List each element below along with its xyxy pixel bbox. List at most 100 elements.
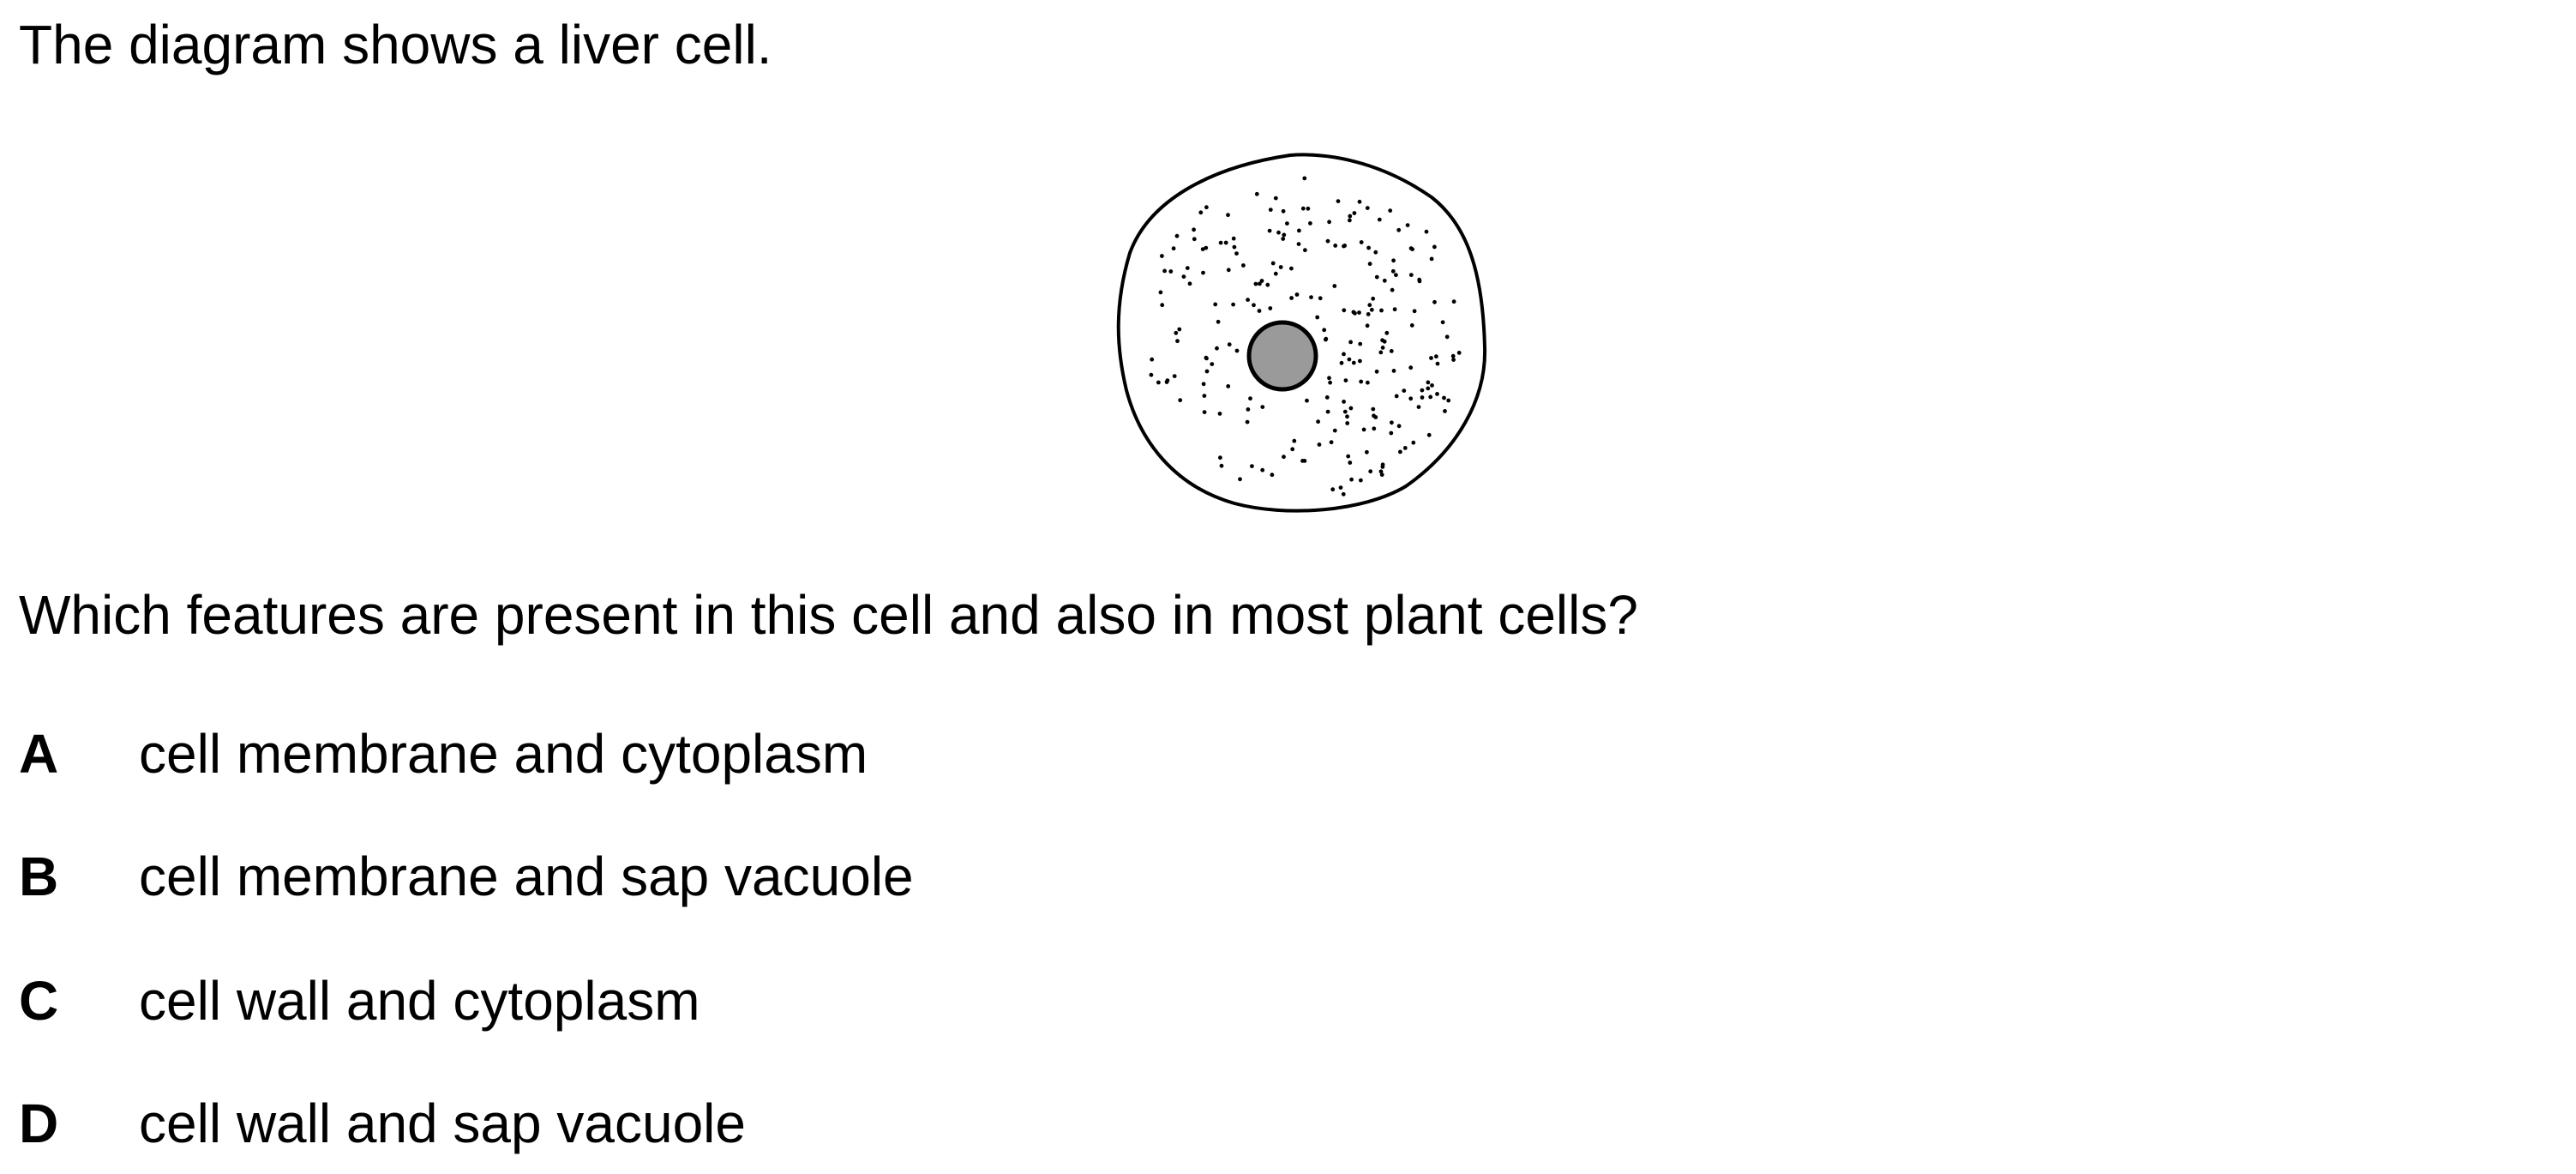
- cytoplasm-dot: [1367, 303, 1372, 308]
- cytoplasm-dot: [1345, 414, 1349, 419]
- cytoplasm-dot: [1245, 419, 1250, 424]
- cytoplasm-dot: [1259, 279, 1264, 283]
- cytoplasm-dot: [1349, 477, 1354, 482]
- cytoplasm-dot: [1332, 284, 1337, 288]
- cytoplasm-dot: [1268, 306, 1273, 310]
- cytoplasm-dot: [1373, 250, 1378, 255]
- cytoplasm-dot: [1374, 369, 1379, 374]
- cytoplasm-dots: [1149, 176, 1462, 497]
- cytoplasm-dot: [1252, 303, 1256, 308]
- cytoplasm-dot: [1254, 191, 1259, 196]
- cytoplasm-dot: [1389, 430, 1394, 436]
- cytoplasm-dot: [1296, 242, 1301, 246]
- cytoplasm-dot: [1273, 271, 1278, 276]
- option-text: cell membrane and cytoplasm: [139, 723, 868, 785]
- cytoplasm-dot: [1378, 350, 1384, 355]
- cytoplasm-dot: [1300, 206, 1306, 211]
- cytoplasm-dot: [1396, 227, 1402, 232]
- cytoplasm-dot: [1405, 223, 1410, 227]
- cytoplasm-dot: [1446, 398, 1451, 403]
- cytoplasm-dot: [1345, 421, 1350, 425]
- cytoplasm-dot: [1434, 354, 1438, 359]
- cytoplasm-dot: [1440, 320, 1445, 325]
- cytoplasm-dot: [1278, 265, 1283, 269]
- cytoplasm-dot: [1359, 478, 1363, 483]
- cytoplasm-dot: [1352, 211, 1357, 215]
- cytoplasm-dot: [1289, 296, 1294, 300]
- cytoplasm-dot: [1160, 303, 1165, 308]
- cytoplasm-dot: [1382, 339, 1387, 344]
- cytoplasm-dot: [1327, 220, 1331, 225]
- cytoplasm-dot: [1408, 365, 1414, 370]
- cytoplasm-dot: [1408, 246, 1414, 250]
- cytoplasm-dot: [1348, 461, 1353, 465]
- option-letter: A: [19, 723, 59, 785]
- cytoplasm-dot: [1198, 210, 1204, 215]
- question-text: Which features are present in this cell …: [19, 584, 1638, 646]
- cytoplasm-dot: [1324, 336, 1329, 341]
- cytoplasm-dot: [1226, 213, 1230, 218]
- option-letter: C: [19, 970, 59, 1032]
- cytoplasm-dot: [1258, 281, 1262, 286]
- cytoplasm-dot: [1300, 459, 1305, 463]
- cytoplasm-dot: [1442, 395, 1446, 400]
- cytoplasm-dot: [1379, 473, 1384, 477]
- cytoplasm-dot: [1308, 221, 1312, 226]
- cytoplasm-dot: [1338, 485, 1343, 490]
- cytoplasm-dot: [1216, 319, 1221, 324]
- cytoplasm-dot: [1302, 176, 1307, 181]
- cytoplasm-dot: [1156, 380, 1161, 385]
- cytoplasm-dot: [1292, 438, 1297, 443]
- cytoplasm-dot: [1416, 405, 1421, 409]
- cytoplasm-dot: [1270, 261, 1276, 266]
- cytoplasm-dot: [1200, 247, 1205, 251]
- cytoplasm-dot: [1396, 424, 1402, 429]
- cytoplasm-dot: [1339, 360, 1344, 365]
- cytoplasm-dot: [1420, 395, 1425, 400]
- cytoplasm-dot: [1378, 469, 1384, 474]
- cytoplasm-dot: [1374, 274, 1379, 280]
- cytoplasm-dot: [1306, 206, 1311, 211]
- cytoplasm-dot: [1372, 413, 1376, 418]
- cytoplasm-dot: [1411, 440, 1416, 445]
- option-text: cell wall and sap vacuole: [139, 1093, 746, 1154]
- cytoplasm-dot: [1257, 309, 1262, 313]
- cytoplasm-dot: [1204, 205, 1209, 210]
- cytoplasm-dot: [1368, 469, 1373, 474]
- cytoplasm-dot: [1366, 380, 1370, 385]
- cytoplasm-dot: [1348, 406, 1354, 411]
- cytoplasm-dot: [1402, 446, 1408, 450]
- cytoplasm-dot: [1420, 388, 1425, 393]
- cytoplasm-dot: [1150, 357, 1155, 362]
- cytoplasm-dot: [1285, 221, 1289, 226]
- cytoplasm-dot: [1218, 240, 1223, 245]
- cytoplasm-dot: [1389, 349, 1394, 353]
- cytoplasm-dot: [1325, 409, 1330, 414]
- cytoplasm-dot: [1231, 236, 1236, 241]
- cytoplasm-dot: [1210, 362, 1215, 366]
- cytoplasm-dot: [1248, 396, 1252, 401]
- cytoplasm-dot: [1351, 360, 1356, 365]
- cytoplasm-dot: [1379, 308, 1384, 313]
- cytoplasm-dot: [1342, 409, 1348, 414]
- cytoplasm-dot: [1391, 369, 1396, 373]
- cytoplasm-dot: [1227, 342, 1232, 347]
- cytoplasm-dot: [1429, 356, 1433, 360]
- cytoplasm-dot: [1342, 352, 1346, 357]
- cytoplasm-dot: [1201, 382, 1206, 387]
- cytoplasm-dot: [1238, 477, 1242, 482]
- cytoplasm-dot: [1327, 376, 1331, 381]
- cytoplasm-dot: [1265, 282, 1270, 287]
- cytoplasm-dot: [1303, 248, 1307, 253]
- cytoplasm-dot: [1342, 400, 1346, 404]
- cytoplasm-dot: [1394, 394, 1399, 399]
- cytoplasm-dot: [1369, 307, 1374, 312]
- cytoplasm-dot: [1343, 378, 1348, 382]
- cytoplasm-dot: [1435, 361, 1440, 366]
- cytoplasm-dot: [1332, 428, 1337, 433]
- cytoplasm-dot: [1232, 244, 1237, 250]
- cytoplasm-dot: [1380, 346, 1385, 350]
- option-text: cell wall and cytoplasm: [139, 970, 700, 1032]
- cytoplasm-dot: [1417, 279, 1422, 284]
- cytoplasm-dot: [1171, 246, 1176, 251]
